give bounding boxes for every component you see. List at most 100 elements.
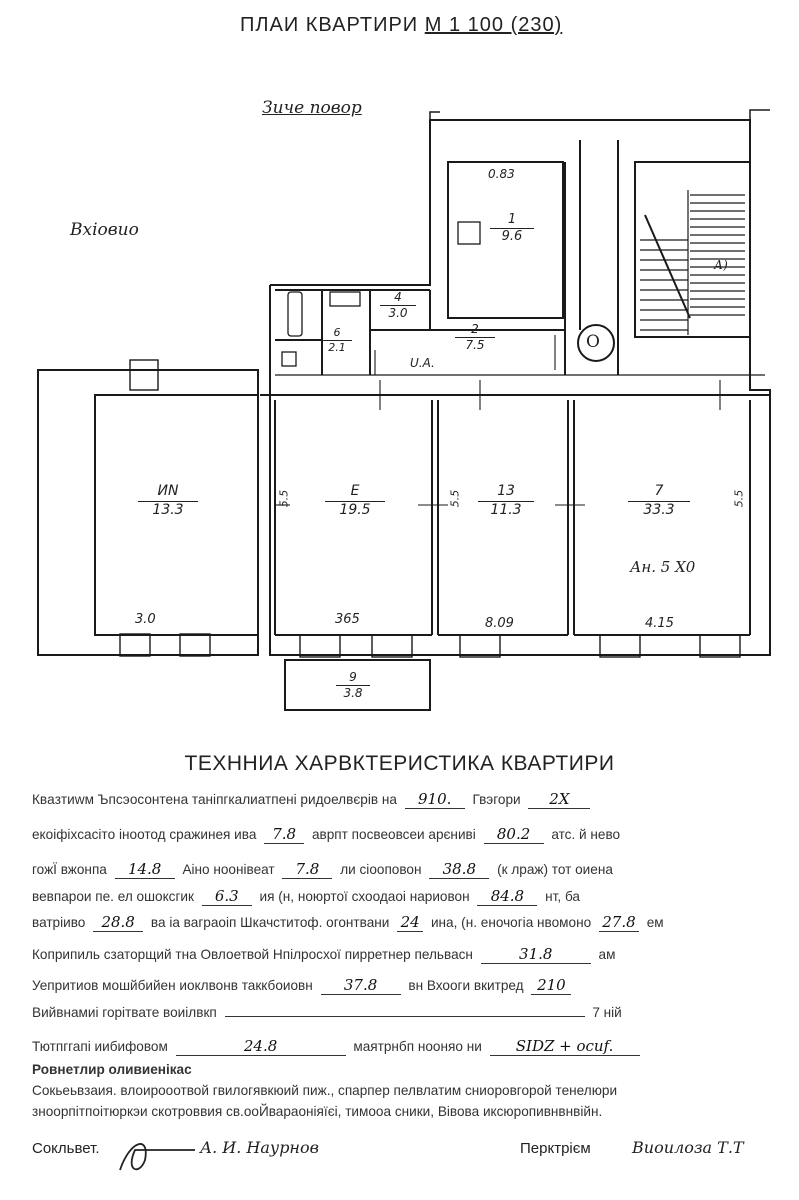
room-label-1: Е 19.5: [325, 483, 385, 519]
courtyard-label: Зиче повор: [262, 98, 362, 118]
field-value: 80.2: [483, 825, 544, 844]
tech-line-1: Квaзтиwм Ъпсэосонтена таніпгкалиатпені р…: [32, 790, 594, 809]
room7-note: Ан. 5 Х0: [630, 558, 696, 576]
plan-scale: М 1 100 (230): [424, 14, 563, 36]
line-text: вевпарои пе. ел ошоксгик: [32, 889, 194, 904]
field-value: 7.8: [282, 860, 333, 879]
room-area: 13.3: [152, 501, 184, 518]
room-label-0: ИN 13.3: [138, 483, 198, 519]
room-label-3: 7 33.3: [628, 483, 690, 519]
room-number: 6: [322, 326, 352, 341]
room-area: 3.8: [343, 686, 363, 700]
room-area: 11.3: [490, 501, 522, 518]
signature-right-label: Перктрієм: [520, 1140, 591, 1157]
field-value: 31.8: [480, 945, 591, 964]
field-value: 37.8: [320, 976, 401, 995]
room-area: 2.1: [328, 340, 346, 354]
line-text: 7 ній: [592, 1005, 622, 1020]
line-text: (к лраж) тот оиeна: [497, 862, 613, 877]
line-text: ия (н, ноюртої схоодаоі нариовон: [259, 889, 470, 904]
line-text: ем: [646, 915, 664, 930]
line-text: ина, (н. еночогіа нвомоно: [430, 915, 592, 930]
kitchen-outline: [447, 161, 564, 319]
room-number: 2: [455, 322, 495, 338]
dim-vertical-1: 5.5: [277, 489, 291, 508]
line-text: ва іа ваграоіп Шкачститоф. огонтвани: [150, 915, 390, 930]
balcony-outline: [284, 659, 431, 711]
tech-line-9: Тютпггапі иибифовом 24.8 маятрнбп нооняо…: [32, 1037, 644, 1056]
field-value: 2Х: [528, 790, 591, 809]
tech-line-7: Уепритиов мошйбийен иоклвонв таккбоиовн …: [32, 976, 575, 995]
line-text: маятрнбп нооняо ни: [353, 1039, 482, 1054]
room-label-6: 4 3.0: [380, 290, 416, 321]
room-number: 13: [478, 483, 534, 502]
room-label-2: 13 11.3: [478, 483, 534, 519]
field-value: 27.8: [598, 913, 639, 932]
line-text: нт, ба: [545, 889, 580, 904]
field-value: 210: [531, 976, 572, 995]
signature-left-name: А. И. Наурнов: [200, 1138, 319, 1157]
field-value: 6.3: [201, 887, 252, 906]
stove-circle: [577, 324, 615, 362]
dim-vertical-3: 5.5: [732, 489, 746, 508]
tech-title: ТЕХННИА ХАРВКТЕРИСТИКА КВАРТИРИ: [184, 752, 615, 775]
tech-line-4: вевпарои пе. ел ошоксгик 6.3 ия (н, ноюр…: [32, 887, 580, 906]
floor-plan-drawing: [37, 109, 771, 711]
bathroom-fixtures: [281, 221, 481, 367]
line-text: Уепритиов мошйбийен иоклвонв таккбоиовн: [32, 978, 313, 993]
room-area: 33.3: [643, 501, 675, 518]
line-text: ватріиво: [32, 915, 86, 930]
line-text: Коприпиль сзаторщий тна Овлоетвой Нпілро…: [32, 947, 473, 962]
stair-steps: [640, 190, 745, 335]
dim-width-3: 8.09: [485, 616, 514, 631]
room-number: Е: [325, 483, 385, 502]
room-area: 19.5: [339, 501, 371, 518]
tech-line-3: гожЇ вжонпа 14.8 Аіно ноонівеат 7.8 ли с…: [32, 860, 613, 879]
dim-width-2: 365: [335, 612, 360, 627]
field-value: 84.8: [477, 887, 538, 906]
room-number: 7: [628, 483, 690, 502]
line-text: ам: [598, 947, 616, 962]
field-value: SIDZ + осиf.: [489, 1037, 640, 1056]
plan-title-text: ПЛАИ КВАРТИРИ: [240, 14, 419, 36]
line-text: Вийвнамиі горітвате воиілвкп: [32, 1005, 217, 1020]
room-label-5: 2 7.5: [455, 322, 495, 353]
room-area: 3.0: [388, 306, 408, 320]
plan-title: ПЛАИ КВАРТИРИ М 1 100 (230): [240, 14, 562, 37]
signature-left-label: Сокльвет.: [32, 1140, 100, 1157]
room-label-4: 1 9.6: [490, 212, 534, 246]
line-text: Гвэгори: [472, 792, 521, 807]
entrance-label: Вхіовио: [70, 220, 139, 240]
line-text: ли сіооповон: [340, 862, 422, 877]
room-number: 1: [490, 212, 534, 230]
tech-line-8: Вийвнамиі горітвате воиілвкп 7 ній: [32, 1005, 622, 1020]
tech-line-6: Коприпиль сзаторщий тна Овлоетвой Нпілро…: [32, 945, 615, 964]
stair-label: А): [714, 258, 728, 272]
room-number: 9: [336, 670, 370, 686]
room-number: ИN: [138, 483, 198, 502]
line-text: Тютпггапі иибифовом: [32, 1039, 168, 1054]
field-value: 24: [397, 913, 424, 932]
room-number: 4: [380, 290, 416, 306]
tech-line-12: зноорпітпоітюркэи скотроввия св.ооЙварао…: [32, 1104, 602, 1119]
line-text: атс. й нево: [551, 827, 621, 842]
dim-width-1: 3.0: [135, 612, 156, 627]
line-text: екоіфіxсaсітo іноотод сражинея ива: [32, 827, 257, 842]
dim-vertical-2: 5.5: [448, 489, 462, 508]
room-label-8: 9 3.8: [336, 670, 370, 701]
field-value-empty: [224, 1016, 585, 1017]
line-text: Аіно ноонівеат: [182, 862, 275, 877]
door-marks: [275, 335, 721, 506]
dim-width-4: 4.15: [645, 616, 674, 631]
dim-corridor: U.A.: [410, 356, 435, 370]
field-value: 24.8: [175, 1037, 346, 1056]
field-value: 7.8: [264, 825, 305, 844]
field-value: 14.8: [114, 860, 175, 879]
tech-line-5: ватріиво 28.8 ва іа ваграоіп Шкачститоф.…: [32, 913, 664, 932]
tech-line-10: Ровнетлир оливиенікас: [32, 1062, 192, 1077]
line-text: зноорпітпоітюркэи скотроввия св.ооЙварао…: [32, 1104, 603, 1119]
room-area: 7.5: [465, 338, 485, 352]
line-text: аврпт посвеовсеи арєниві: [311, 827, 476, 842]
room-area: 9.6: [501, 229, 523, 245]
room-label-7: 6 2.1: [322, 326, 352, 355]
